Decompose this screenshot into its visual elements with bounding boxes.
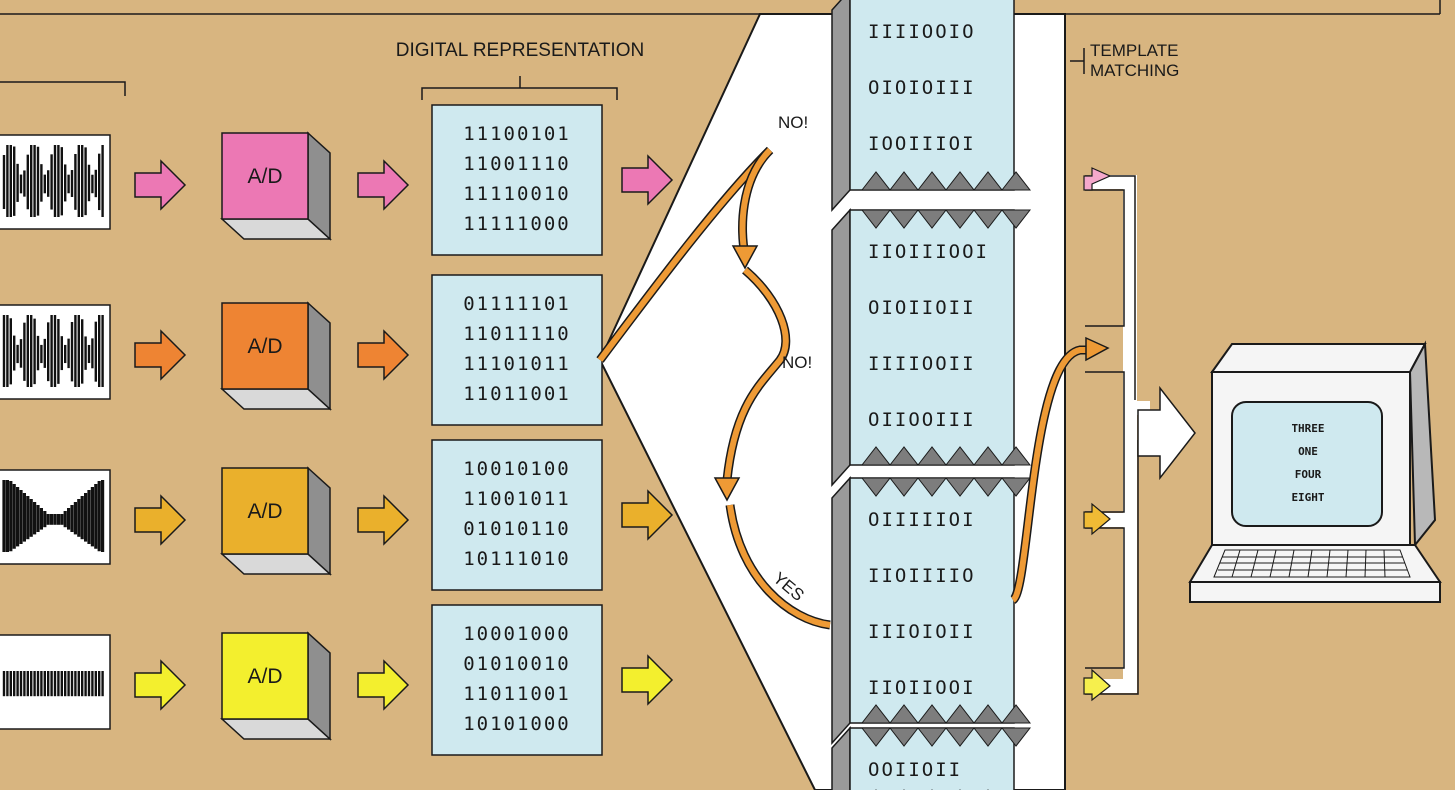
- bit-card-4: 10001000 01010010 11011001 10101000: [432, 605, 602, 755]
- no-label-1: NO!: [778, 113, 808, 132]
- template-pattern: ΟΟΙΙΟΙΙ: [868, 759, 962, 781]
- no-label-2: NO!: [782, 353, 812, 372]
- ad-converter-4: A/D: [222, 633, 330, 739]
- template-pattern: ΙΙΙΙΟΟΙΟ: [868, 21, 976, 43]
- template-pattern: ΙΙΟΙΙΙΙΟ: [868, 565, 976, 587]
- bit-word: 11101011: [463, 353, 571, 375]
- digital-representation-heading: DIGITAL REPRESENTATION: [396, 40, 644, 61]
- bit-card-1: 11100101 11001110 11110010 11111000: [432, 105, 602, 255]
- waveform-2: [0, 305, 110, 399]
- template-pattern: ΙΙΟΙΙΙΟΟΙ: [868, 241, 989, 263]
- template-pattern: ΙΙΙΙΟΟΙΙ: [868, 353, 976, 375]
- ad-label-3: A/D: [247, 500, 282, 523]
- bit-word: 11001011: [463, 488, 571, 510]
- template-card-1: ΙΙΙΙΟΟΙΟ ΟΙΟΙΟΙΙΙ ΙΟΟΙΙΙΟΙ: [832, 0, 1030, 210]
- ad-label-1: A/D: [247, 165, 282, 188]
- terminal-screen: [1232, 402, 1382, 526]
- template-matching-heading-1: TEMPLATE: [1090, 41, 1178, 60]
- ad-converter-3: A/D: [222, 468, 330, 574]
- bit-word: 11011110: [463, 323, 571, 345]
- template-pattern: ΟΙΟΙΙΟΙΙ: [868, 297, 976, 319]
- bit-card-2: 01111101 11011110 11101011 11011001: [432, 275, 602, 425]
- bit-word: 11111000: [463, 213, 571, 235]
- bit-word: 10111010: [463, 548, 571, 570]
- waveform-3: [0, 470, 110, 564]
- template-matching-heading-2: MATCHING: [1090, 61, 1179, 80]
- template-card-3: ΟΙΙΙΙΙΟΙ ΙΙΟΙΙΙΙΟ ΙΙΙΟΙΟΙΙ ΙΙΟΙΙΟΟΙ: [832, 478, 1030, 743]
- bit-word: 11100101: [463, 123, 571, 145]
- template-stack: ΙΙΙΙΟΟΙΟ ΟΙΟΙΟΙΙΙ ΙΟΟΙΙΙΟΙ ΙΙΟΙΙΙΟΟΙ ΟΙΟΙΙΟΙ…: [832, 0, 1030, 790]
- template-pattern: ΟΙΙΟΟΙΙΙ: [868, 409, 976, 431]
- template-card-2: ΙΙΟΙΙΙΟΟΙ ΟΙΟΙΙΟΙΙ ΙΙΙΙΟΟΙΙ ΟΙΙΟΟΙΙΙ: [832, 210, 1030, 485]
- template-pattern: ΟΙΙΙΙΙΟΙ: [868, 509, 976, 531]
- screen-word-2: ONE: [1298, 445, 1318, 458]
- bit-word: 11001110: [463, 153, 571, 175]
- waveform-4: [0, 635, 110, 729]
- screen-word-1: THREE: [1291, 422, 1324, 435]
- bit-word: 10001000: [463, 623, 571, 645]
- bit-word: 11011001: [463, 683, 571, 705]
- bit-card-3: 10010100 11001011 01010110 10111010: [432, 440, 602, 590]
- bit-word: 11011001: [463, 383, 571, 405]
- template-pattern: ΙΙΟΙΙΟΟΙ: [868, 677, 976, 699]
- bit-word: 10101000: [463, 713, 571, 735]
- waveform-1: [0, 135, 110, 229]
- template-pattern: ΙΙΙΟΙΟΙΙ: [868, 621, 976, 643]
- bit-word: 01111101: [463, 293, 571, 315]
- bit-word: 11110010: [463, 183, 571, 205]
- ad-label-2: A/D: [247, 335, 282, 358]
- screen-word-4: EIGHT: [1291, 491, 1324, 504]
- computer-terminal: THREE ONE FOUR EIGHT: [1190, 344, 1440, 602]
- template-pattern: ΟΙΟΙΟΙΙΙ: [868, 77, 976, 99]
- ad-label-4: A/D: [247, 665, 282, 688]
- template-card-4: ΟΟΙΙΟΙΙ: [832, 728, 1030, 790]
- bit-word: 10010100: [463, 458, 571, 480]
- ad-converter-2: A/D: [222, 303, 330, 409]
- ad-converter-1: A/D: [222, 133, 330, 239]
- template-pattern: ΙΟΟΙΙΙΟΙ: [868, 133, 976, 155]
- screen-word-3: FOUR: [1295, 468, 1322, 481]
- bit-word: 01010010: [463, 653, 571, 675]
- bit-word: 01010110: [463, 518, 571, 540]
